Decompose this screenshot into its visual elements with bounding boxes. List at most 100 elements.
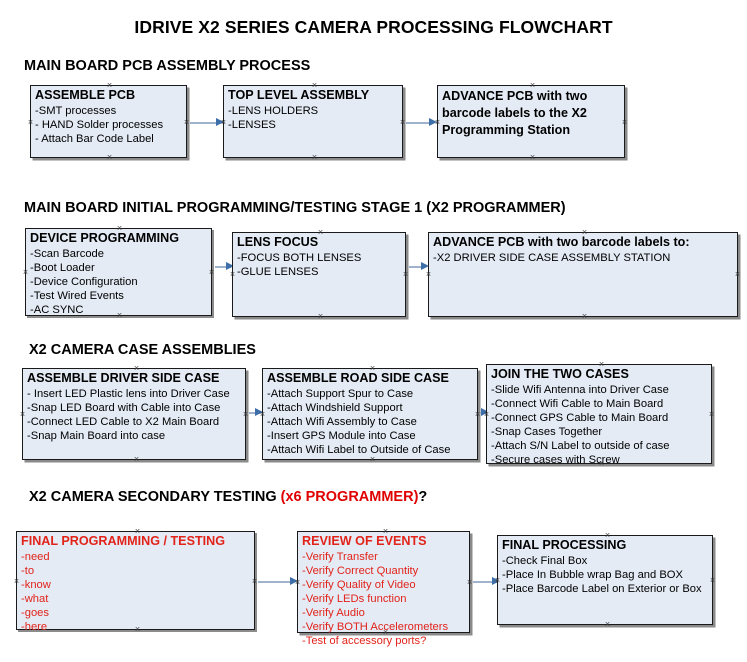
- handle-right[interactable]: [709, 577, 716, 584]
- section-heading-x2-camera-secondary-testing: X2 CAMERA SECONDARY TESTING (x6 PROGRAMM…: [29, 489, 427, 505]
- handle-right[interactable]: [208, 269, 215, 276]
- section-heading-main-board-pcb-assembly: MAIN BOARD PCB ASSEMBLY PROCESS: [24, 58, 310, 74]
- handle-top[interactable]: [134, 528, 141, 535]
- handle-top[interactable]: [382, 528, 389, 535]
- handle-right[interactable]: [708, 411, 715, 418]
- box-title: ADVANCE PCB with two barcode labels to t…: [442, 89, 588, 137]
- box-line: - HAND Solder processes: [35, 119, 164, 131]
- handle-left[interactable]: [483, 411, 490, 418]
- handle-left[interactable]: [434, 119, 441, 126]
- box-line: -Snap Cases Together: [491, 426, 603, 438]
- box-line: -Check Final Box: [502, 555, 588, 567]
- arrow-head-icon: [429, 118, 437, 126]
- handle-bottom[interactable]: [581, 313, 588, 320]
- handle-bottom[interactable]: [317, 313, 324, 320]
- handle-left[interactable]: [425, 271, 432, 278]
- handle-top[interactable]: [598, 361, 605, 368]
- box-title: ASSEMBLE DRIVER SIDE CASE: [27, 371, 220, 385]
- box-advance-pcb-programming-station[interactable]: ADVANCE PCB with two barcode labels to t…: [437, 85, 625, 158]
- box-line: -goes: [21, 607, 49, 619]
- connector-line: [190, 122, 220, 124]
- handle-bottom[interactable]: [529, 154, 536, 161]
- handle-left[interactable]: [259, 411, 266, 418]
- box-lens-focus[interactable]: LENS FOCUS -FOCUS BOTH LENSES -GLUE LENS…: [232, 232, 406, 317]
- section-heading-x2-camera-case-assemblies: X2 CAMERA CASE ASSEMBLIES: [29, 342, 256, 358]
- handle-top[interactable]: [369, 365, 376, 372]
- box-assemble-road-side-case[interactable]: ASSEMBLE ROAD SIDE CASE -Attach Support …: [262, 368, 478, 460]
- handle-top[interactable]: [116, 225, 123, 232]
- box-line: -what: [21, 593, 49, 605]
- handle-top[interactable]: [581, 229, 588, 236]
- box-line: -Attach Windshield Support: [267, 402, 403, 414]
- box-line: -Attach Support Spur to Case: [267, 388, 414, 400]
- handle-right[interactable]: [402, 271, 409, 278]
- handle-left[interactable]: [220, 119, 227, 126]
- box-final-programming-testing[interactable]: FINAL PROGRAMMING / TESTING -need -to -k…: [13, 528, 258, 633]
- section-heading-red-text: (x6 PROGRAMMER): [280, 489, 419, 505]
- box-line: -Scan Barcode: [30, 248, 105, 260]
- handle-top[interactable]: [106, 82, 113, 89]
- handle-left[interactable]: [13, 578, 20, 585]
- handle-left[interactable]: [229, 271, 236, 278]
- box-line: -know: [21, 579, 51, 591]
- box-line: -Connect Wifi Cable to Main Board: [491, 398, 664, 410]
- handle-left[interactable]: [27, 119, 34, 126]
- box-final-processing[interactable]: FINAL PROCESSING -Check Final Box -Place…: [497, 535, 713, 625]
- handle-right[interactable]: [399, 119, 406, 126]
- handle-top[interactable]: [604, 532, 611, 539]
- box-line: -Connect GPS Cable to Main Board: [491, 412, 669, 424]
- connector-line: [258, 581, 294, 583]
- box-top-level-assembly[interactable]: TOP LEVEL ASSEMBLY -LENS HOLDERS -LENSES: [223, 85, 403, 158]
- handle-top[interactable]: [529, 82, 536, 89]
- box-device-programming[interactable]: DEVICE PROGRAMMING -Scan Barcode -Boot L…: [25, 228, 212, 316]
- handle-bottom[interactable]: [133, 456, 140, 463]
- box-line: -Test Wired Events: [30, 290, 124, 302]
- handle-right[interactable]: [466, 579, 473, 586]
- box-line: -Snap LED Board with Cable into Case: [27, 402, 221, 414]
- handle-bottom[interactable]: [116, 312, 123, 319]
- section-heading-text: MAIN BOARD INITIAL PROGRAMMING/TESTING S…: [24, 200, 566, 216]
- box-line: -LENS HOLDERS: [228, 105, 319, 117]
- box-title: FINAL PROCESSING: [502, 538, 627, 552]
- handle-bottom[interactable]: [382, 629, 389, 636]
- connector-line: [409, 266, 425, 268]
- handle-left[interactable]: [494, 577, 501, 584]
- box-review-of-events[interactable]: REVIEW OF EVENTS -Verify Transfer -Verif…: [294, 528, 473, 647]
- handle-bottom[interactable]: [311, 154, 318, 161]
- handle-right[interactable]: [734, 271, 741, 278]
- box-line: -Attach Wifi Label to Outside of Case: [267, 444, 451, 456]
- handle-top[interactable]: [317, 229, 324, 236]
- box-title: LENS FOCUS: [237, 235, 319, 249]
- box-join-the-two-cases[interactable]: JOIN THE TWO CASES -Slide Wifi Antenna i…: [483, 361, 715, 467]
- handle-right[interactable]: [183, 119, 190, 126]
- box-assemble-driver-side-case[interactable]: ASSEMBLE DRIVER SIDE CASE - Insert LED P…: [22, 368, 246, 460]
- handle-right[interactable]: [242, 411, 249, 418]
- handle-top[interactable]: [311, 82, 318, 89]
- handle-bottom[interactable]: [369, 456, 376, 463]
- handle-top[interactable]: [133, 365, 140, 372]
- box-advance-pcb-driver-side[interactable]: ADVANCE PCB with two barcode labels to: …: [428, 232, 738, 317]
- handle-bottom[interactable]: [106, 154, 113, 161]
- handle-right[interactable]: [251, 578, 258, 585]
- handle-bottom[interactable]: [604, 621, 611, 628]
- box-title: DEVICE PROGRAMMING: [30, 231, 180, 245]
- handle-bottom[interactable]: [598, 460, 605, 467]
- box-title: JOIN THE TWO CASES: [491, 367, 629, 381]
- handle-right[interactable]: [621, 119, 628, 126]
- handle-left[interactable]: [19, 411, 26, 418]
- box-line: -Device Configuration: [30, 276, 138, 288]
- box-line: -Verify LEDs function: [302, 593, 407, 605]
- handle-bottom[interactable]: [134, 626, 141, 633]
- box-line: -Place In Bubble wrap Bag and BOX: [502, 569, 683, 581]
- connector-line: [473, 581, 497, 583]
- box-line: -here: [21, 621, 48, 633]
- box-assemble-pcb[interactable]: ASSEMBLE PCB -SMT processes - HAND Solde…: [30, 85, 187, 158]
- box-line: -SMT processes: [35, 105, 117, 117]
- section-heading-suffix: ?: [418, 489, 428, 505]
- arrow-head-icon: [226, 262, 234, 270]
- box-line: -FOCUS BOTH LENSES: [237, 252, 362, 264]
- handle-left[interactable]: [294, 579, 301, 586]
- box-line: -need: [21, 551, 50, 563]
- handle-left[interactable]: [22, 269, 29, 276]
